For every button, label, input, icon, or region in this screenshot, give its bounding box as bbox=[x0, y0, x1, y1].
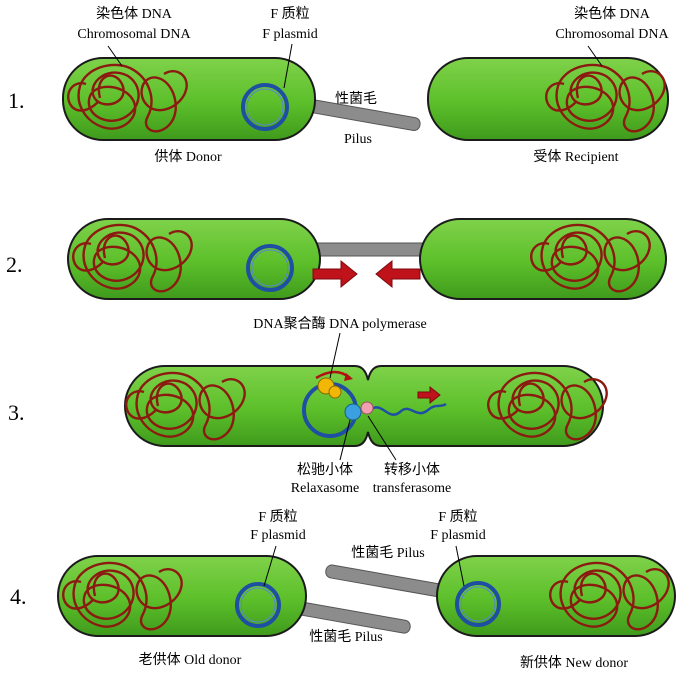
pilus-label-en: Pilus bbox=[344, 132, 372, 147]
pilus bbox=[289, 600, 411, 634]
transferasome-label: 转移小体 bbox=[384, 462, 440, 478]
f-plasmid-label-en: F plasmid bbox=[262, 27, 318, 42]
pilus-label: 性菌毛 Pilus bbox=[351, 545, 425, 561]
transferasome-label-en: transferasome bbox=[373, 481, 452, 496]
f-plasmid-label-en: F plasmid bbox=[250, 528, 306, 543]
leader-line bbox=[339, 419, 351, 461]
relaxasome-label: 松驰小体 bbox=[297, 462, 353, 478]
leader-line bbox=[263, 545, 277, 587]
donor-label: 供体 Donor bbox=[154, 149, 222, 165]
recipient-cell bbox=[427, 57, 669, 141]
leader-line bbox=[367, 415, 397, 461]
new-donor-label: 新供体 New donor bbox=[520, 655, 628, 671]
step-number: 3. bbox=[8, 400, 25, 425]
pilus bbox=[299, 242, 441, 257]
chromosomal-dna-label: 染色体 DNA bbox=[574, 5, 651, 22]
f-plasmid-label: F 质粒 bbox=[438, 509, 477, 525]
relaxasome-label-en: Relaxasome bbox=[291, 481, 359, 496]
arrow-left bbox=[375, 259, 421, 289]
chromosomal-dna-label-en: Chromosomal DNA bbox=[77, 27, 191, 42]
step-number: 2. bbox=[6, 252, 23, 277]
step-number: 4. bbox=[10, 584, 27, 609]
f-plasmid bbox=[455, 581, 501, 627]
leader-line bbox=[107, 45, 123, 67]
donor-cell bbox=[67, 218, 321, 300]
leader-line bbox=[329, 332, 341, 379]
f-plasmid-label-en: F plasmid bbox=[430, 528, 486, 543]
arrow-right bbox=[312, 259, 358, 289]
leader-line bbox=[587, 45, 603, 67]
leader-line bbox=[283, 43, 293, 89]
transferred-dna-strand bbox=[369, 402, 447, 416]
f-plasmid-label: F 质粒 bbox=[258, 509, 297, 525]
pilus-label-cn: 性菌毛 bbox=[335, 91, 377, 107]
f-plasmid bbox=[241, 83, 289, 131]
transferasome bbox=[360, 401, 374, 415]
pilus bbox=[325, 564, 447, 598]
chromosomal-dna-label: 染色体 DNA bbox=[96, 5, 173, 22]
f-plasmid bbox=[246, 244, 294, 292]
step-number: 1. bbox=[8, 88, 25, 113]
transfer-arrow bbox=[417, 385, 441, 405]
relaxasome bbox=[344, 403, 362, 421]
f-plasmid bbox=[235, 582, 281, 628]
pilus-label: 性菌毛 Pilus bbox=[309, 629, 383, 645]
dna-polymerase-label: DNA聚合酶 DNA polymerase bbox=[253, 316, 426, 332]
recipient-label: 受体 Recipient bbox=[533, 149, 618, 165]
leader-line bbox=[455, 545, 465, 587]
chromosomal-dna-label-en: Chromosomal DNA bbox=[555, 27, 669, 42]
f-plasmid-label: F 质粒 bbox=[270, 6, 309, 22]
recipient-cell bbox=[419, 218, 667, 300]
old-donor-label: 老供体 Old donor bbox=[139, 652, 242, 668]
